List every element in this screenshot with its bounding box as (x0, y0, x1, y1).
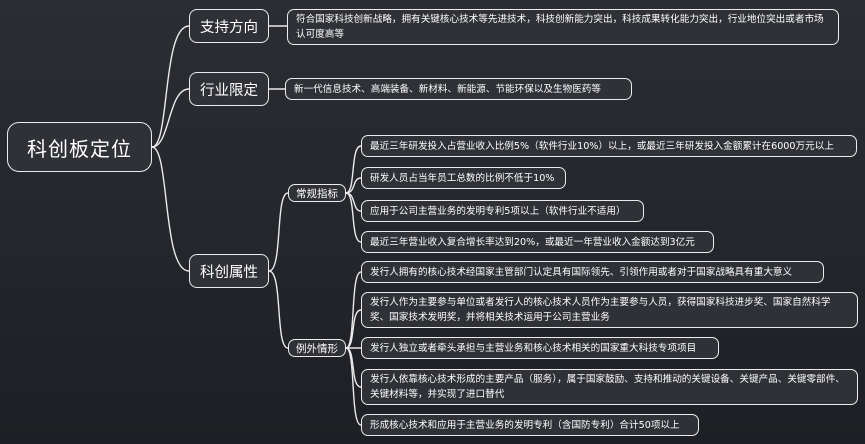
exception-item-awards: 发行人作为主要参与单位或者发行人的核心技术人员作为主要参与人员，获得国家科技进步… (361, 292, 858, 328)
exception-item-major-projects: 发行人独立或者牵头承担与主营业务和核心技术相关的国家重大科技专项项目 (361, 337, 719, 359)
industry-limit-text: 新一代信息技术、高端装备、新材料、新能源、节能环保以及生物医药等 (285, 78, 632, 100)
link-regular-1 (345, 145, 362, 194)
link-regular-3 (345, 192, 362, 212)
exception-item-core-tech: 发行人拥有的核心技术经国家主管部门认定具有国际领先、引领作用或者对于国家战略具有… (361, 261, 824, 283)
root-node[interactable]: 科创板定位 (7, 122, 152, 172)
exception-item-import-substitution: 发行人依靠核心技术形成的主要产品（服务），属于国家鼓励、支持和推动的关键设备、关… (361, 369, 858, 405)
branch-support-direction[interactable]: 支持方向 (189, 9, 269, 43)
branch-sci-tech-attribute[interactable]: 科创属性 (189, 254, 269, 288)
link-exception-5 (345, 347, 362, 426)
regular-item-patents: 应用于公司主营业务的发明专利5项以上（软件行业不适用） (361, 200, 644, 222)
link-root-industry (151, 88, 190, 148)
link-regular-4 (345, 192, 362, 243)
link-attribute-exception (268, 270, 289, 349)
group-regular-indicators[interactable]: 常规指标 (288, 184, 346, 202)
link-regular-2 (345, 177, 362, 194)
link-root-attribute (151, 146, 190, 272)
branch-industry-limit[interactable]: 行业限定 (189, 72, 269, 106)
regular-item-revenue-growth: 最近三年营业收入复合增长率达到20%，或最近一年营业收入金额达到3亿元 (361, 231, 714, 253)
link-attribute-regular (268, 192, 289, 272)
support-direction-text: 符合国家科技创新战略，拥有关键核心技术等先进技术，科技创新能力突出，科技成果转化… (287, 9, 839, 45)
regular-item-rd-staff: 研发人员占当年员工总数的比例不低于10% (361, 167, 566, 189)
regular-item-rd-investment: 最近三年研发投入占营业收入比例5%（软件行业10%）以上，或最近三年研发投入金额… (361, 135, 857, 157)
exception-item-patents-50: 形成核心技术和应用于主营业务的发明专利（含国防专利）合计50项以上 (361, 414, 699, 436)
link-root-support (151, 25, 190, 148)
link-exception-2 (345, 309, 362, 349)
group-exceptions[interactable]: 例外情形 (288, 339, 346, 357)
